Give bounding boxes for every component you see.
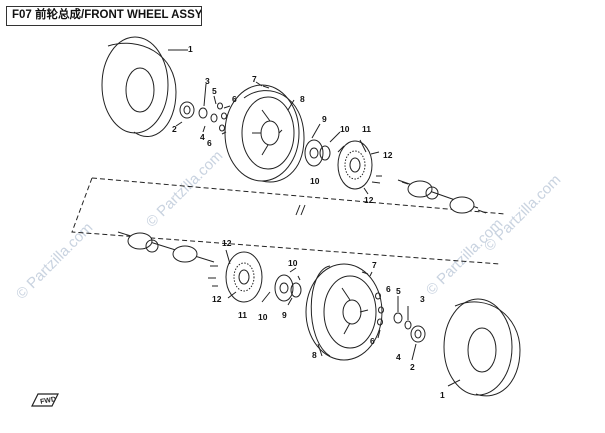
callout-9-upper: 9: [322, 114, 327, 124]
callout-6-upper: 6: [232, 94, 237, 104]
callout-6b-upper: 6: [207, 138, 212, 148]
callout-11-upper: 11: [362, 124, 371, 134]
callout-1-lower: 1: [440, 390, 445, 400]
dashed-axis-line: [91, 177, 506, 215]
nut-lower: [404, 320, 412, 330]
watermark: © Partzilla.com: [13, 219, 96, 302]
callout-10-upper: 10: [340, 124, 350, 134]
callout-12b-upper: 12: [364, 195, 374, 205]
callout-10b-lower: 10: [258, 312, 268, 322]
tire-lower: [443, 298, 521, 397]
callout-9-lower: 9: [282, 310, 287, 320]
nut-upper: [210, 113, 218, 123]
callout-12-lower: 12: [222, 238, 232, 248]
bolt-lower: [361, 271, 369, 275]
fwd-label: FWD: [40, 396, 57, 406]
callout-1-upper: 1: [188, 44, 193, 54]
callout-10-lower: 10: [288, 258, 298, 268]
brake-disc-lower: [225, 251, 263, 303]
hub-upper: [304, 139, 331, 167]
callout-5-lower: 5: [396, 286, 401, 296]
callout-6b-lower: 6: [386, 284, 391, 294]
fwd-arrow-icon: FWD: [31, 393, 59, 407]
callout-12b-lower: 12: [212, 294, 222, 304]
hub-lower: [274, 274, 302, 302]
callout-4-lower: 4: [396, 352, 401, 362]
callout-11-lower: 11: [238, 310, 247, 320]
washer-lower: [393, 312, 403, 324]
diagram-title: F07 前轮总成/FRONT WHEEL ASSY: [6, 6, 202, 26]
hub-nut-lower: [410, 325, 426, 343]
dashed-axis-line: [71, 177, 501, 265]
callout-8-lower: 8: [312, 350, 317, 360]
callout-7-upper: 7: [252, 74, 257, 84]
callout-3-upper: 3: [205, 76, 210, 86]
brake-disc-upper: [337, 140, 373, 190]
bolt-upper: [262, 85, 270, 89]
rim-upper: [224, 84, 305, 183]
callout-4-upper: 4: [200, 132, 205, 142]
rim-lower: [305, 263, 383, 361]
callout-8-upper: 8: [300, 94, 305, 104]
callout-2-upper: 2: [172, 124, 177, 134]
callout-3-lower: 3: [420, 294, 425, 304]
callout-6-lower: 6: [370, 336, 375, 346]
hub-nut-upper: [179, 101, 195, 119]
watermark: © Partzilla.com: [423, 215, 506, 298]
callout-5-upper: 5: [212, 86, 217, 96]
callout-10b-upper: 10: [310, 176, 320, 186]
drive-shaft-upper: [397, 179, 487, 214]
tire-upper: [101, 36, 177, 137]
washer-upper: [198, 107, 208, 119]
callout-2-lower: 2: [410, 362, 415, 372]
callout-12-upper: 12: [383, 150, 393, 160]
drive-shaft-lower: [117, 231, 215, 263]
callout-7-lower: 7: [372, 260, 377, 270]
